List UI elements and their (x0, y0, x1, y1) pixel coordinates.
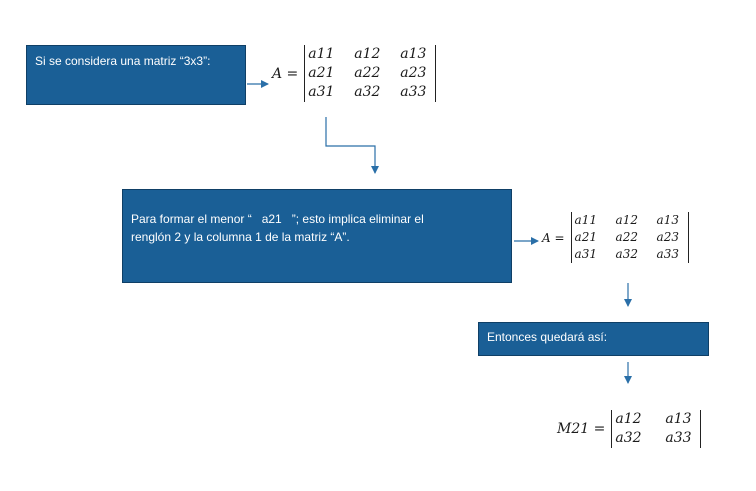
step1-text: Si se considera una matriz “3x3”: (35, 54, 211, 68)
minor-lhs: M21 = (557, 421, 606, 437)
step1-box: Si se considera una matriz “3x3”: (26, 45, 246, 105)
matrix-row: a21 a22 a23 (575, 229, 685, 246)
matrix-a-repeat-determinant: a11 a12 a13 a21 a22 a23 a31 a32 a33 (570, 212, 689, 263)
matrix-row: a11 a12 a13 (308, 45, 432, 64)
matrix-cell: a12 (354, 46, 381, 62)
matrix-row: a32 a33 (615, 429, 697, 448)
matrix-a-repeat: A = a11 a12 a13 a21 a22 a23 a31 a32 a33 (542, 212, 689, 263)
matrix-a-repeat-lhs: A = (542, 230, 565, 245)
matrix-cell: a23 (400, 65, 427, 81)
step2-text-a: Para formar el menor “ (131, 212, 252, 226)
matrix-row: a21 a22 a23 (308, 64, 432, 83)
matrix-cell: a32 (354, 84, 381, 100)
matrix-cell: a33 (400, 84, 427, 100)
matrix-cell: a23 (656, 230, 679, 244)
step2-text-b: ”; esto implica eliminar el (291, 212, 424, 226)
matrix-cell: a12 (615, 411, 642, 427)
matrix-row: a12 a13 (615, 410, 697, 429)
matrix-cell: a13 (400, 46, 427, 62)
matrix-cell: a31 (308, 84, 335, 100)
minor-determinant: a12 a13 a32 a33 (611, 410, 702, 448)
matrix-cell: a33 (665, 430, 692, 446)
step3-text: Entonces quedará así: (487, 330, 608, 344)
matrix-cell: a31 (574, 247, 597, 261)
arrow-matrix-to-box2 (325, 117, 379, 174)
matrix-row: a31 a32 a33 (575, 246, 685, 263)
matrix-cell: a21 (574, 230, 597, 244)
matrix-cell: a11 (308, 46, 335, 62)
matrix-a-lhs: A = (272, 65, 299, 82)
matrix-cell: a11 (574, 213, 597, 227)
matrix-cell: a22 (615, 230, 638, 244)
matrix-cell: a13 (656, 213, 679, 227)
step2-term: a21 (261, 212, 282, 226)
step2-line1: Para formar el menor “ a21 ”; esto implica… (131, 210, 503, 228)
matrix-cell: a32 (615, 430, 642, 446)
matrix-cell: a12 (615, 213, 638, 227)
matrix-a-determinant: a11 a12 a13 a21 a22 a23 a31 a32 a33 (304, 45, 437, 102)
matrix-cell: a21 (308, 65, 335, 81)
minor-matrix: M21 = a12 a13 a32 a33 (557, 410, 702, 448)
matrix-cell: a33 (656, 247, 679, 261)
matrix-row: a31 a32 a33 (308, 83, 432, 102)
matrix-row: a11 a12 a13 (575, 212, 685, 229)
step2-line2: renglón 2 y la columna 1 de la matriz “A… (131, 230, 350, 244)
step3-box: Entonces quedará así: (478, 322, 709, 356)
matrix-cell: a13 (665, 411, 692, 427)
step2-box: Para formar el menor “ a21 ”; esto implica… (122, 189, 512, 283)
matrix-cell: a22 (354, 65, 381, 81)
matrix-a: A = a11 a12 a13 a21 a22 a23 a31 a32 a33 (272, 45, 437, 102)
matrix-cell: a32 (615, 247, 638, 261)
